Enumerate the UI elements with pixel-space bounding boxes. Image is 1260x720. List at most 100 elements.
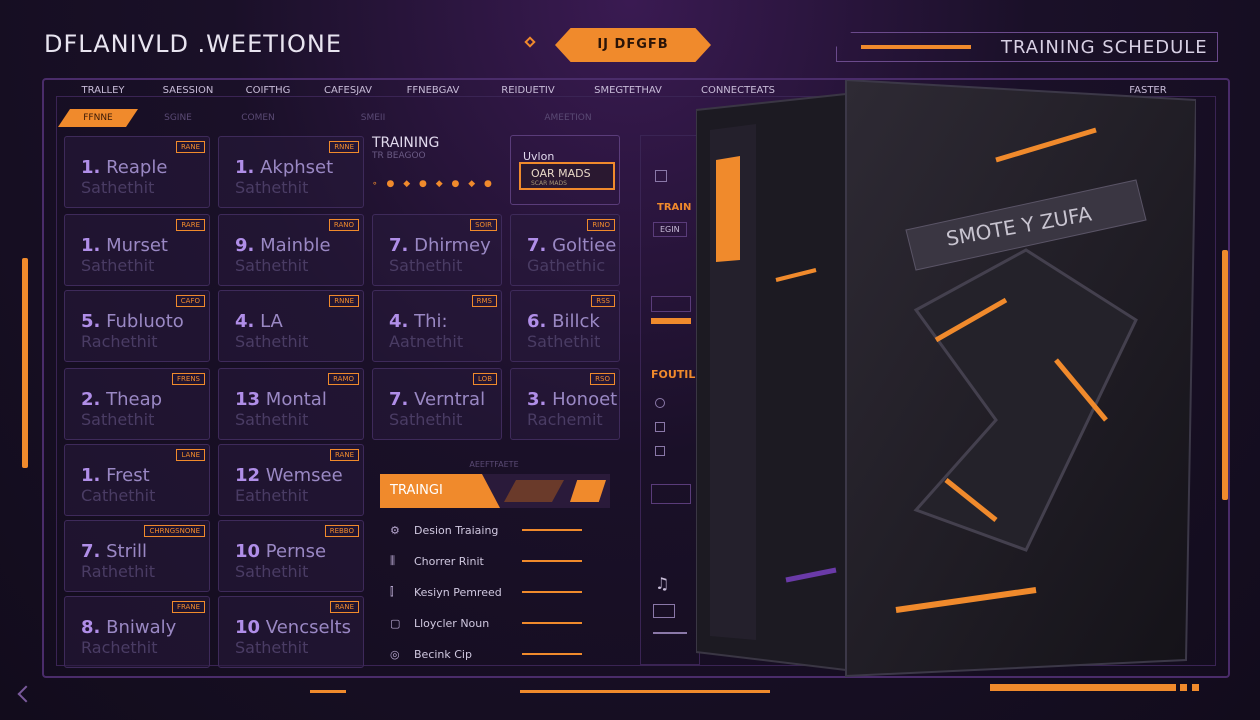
card-name: 10 Vencselts bbox=[235, 617, 351, 638]
checkbox-icon[interactable] bbox=[655, 446, 665, 456]
training-label: TRAINING bbox=[372, 135, 440, 151]
training-row-label: Desion Traiaing bbox=[414, 523, 499, 537]
subnav-tab[interactable]: SGINE bbox=[164, 113, 192, 123]
subnav-tab[interactable]: FFNNE bbox=[58, 109, 138, 127]
card-number: 7. bbox=[527, 235, 547, 256]
card-name: 13 Montal bbox=[235, 389, 327, 410]
card-subtitle: Sathethit bbox=[235, 256, 309, 275]
nav-item[interactable]: SAESSION bbox=[162, 85, 214, 96]
box-side-stripe bbox=[716, 156, 740, 262]
card-title: Strill bbox=[106, 541, 147, 562]
side-chip[interactable] bbox=[653, 604, 675, 618]
card-name: 7. Dhirmey bbox=[389, 235, 491, 256]
box-accent-line bbox=[895, 587, 1037, 613]
card-number: 1. bbox=[81, 157, 101, 178]
radio-icon[interactable] bbox=[655, 398, 665, 408]
subnav-tab[interactable]: SMEII bbox=[360, 113, 386, 123]
card-subtitle: Sathethit bbox=[235, 562, 309, 581]
training-tab-stripe bbox=[570, 480, 606, 502]
side-field[interactable] bbox=[651, 484, 691, 504]
checkbox-icon[interactable] bbox=[655, 170, 667, 182]
card-tag: CHRNGSNONE bbox=[144, 525, 205, 537]
checkbox-icon[interactable] bbox=[655, 422, 665, 432]
card-number: 4. bbox=[235, 311, 255, 332]
promo-button[interactable]: OAR MADS SCAR MADS bbox=[519, 162, 615, 190]
training-row[interactable]: ⚙Desion Traiaing bbox=[390, 520, 582, 540]
card-name: 9. Mainble bbox=[235, 235, 331, 256]
promo-caption: SCAR MADS bbox=[531, 180, 567, 187]
side-progress bbox=[651, 318, 691, 324]
badge-button[interactable]: IJ DFGFB bbox=[555, 28, 711, 62]
nav-item[interactable]: CONNECTEATS bbox=[700, 85, 776, 96]
card-number: 4. bbox=[389, 311, 409, 332]
card-title: Verntral bbox=[414, 389, 486, 410]
training-row[interactable]: ⫿Kesiyn Pemreed bbox=[390, 582, 582, 602]
training-schedule-header[interactable]: TRAINING SCHEDULE bbox=[836, 32, 1218, 62]
training-tab[interactable]: TRAINGI bbox=[380, 474, 500, 508]
card-name: 3. Honoet bbox=[527, 389, 617, 410]
training-row-bar bbox=[522, 622, 582, 624]
side-egin-button[interactable]: EGIN bbox=[653, 222, 687, 237]
subnav-tab[interactable]: AMEETION bbox=[544, 113, 592, 123]
nav-item[interactable]: REIDUETIV bbox=[501, 85, 555, 96]
side-slider[interactable] bbox=[651, 296, 691, 312]
training-row-label: Kesiyn Pemreed bbox=[414, 585, 502, 599]
training-row[interactable]: ▢Lloycler Noun bbox=[390, 613, 582, 633]
card-tag: RANE bbox=[175, 141, 205, 153]
game-box-art[interactable]: SMOTE Y ZUFA bbox=[696, 80, 1196, 680]
box-accent-line bbox=[934, 297, 1008, 343]
card-title: Honoet bbox=[552, 389, 618, 410]
card-tag: RANO bbox=[328, 219, 359, 231]
footer-accent bbox=[990, 684, 1176, 691]
card-tag: FRANE bbox=[171, 601, 205, 613]
nav-item[interactable]: COIFTHG bbox=[245, 85, 291, 96]
training-row-icon: ▢ bbox=[390, 616, 401, 630]
box-title-plate bbox=[905, 179, 1147, 271]
promo-card[interactable]: Uvlon OAR MADS SCAR MADS bbox=[510, 135, 620, 205]
card-number: 6. bbox=[527, 311, 547, 332]
card-name: 7. Strill bbox=[81, 541, 147, 562]
training-tab-stripe bbox=[504, 480, 564, 502]
card-tag: CAFO bbox=[175, 295, 205, 307]
badge-label: IJ DFGFB bbox=[555, 28, 711, 62]
nav-item[interactable]: TRALLEY bbox=[81, 85, 125, 96]
card-tag: FRENS bbox=[172, 373, 205, 385]
nav-item[interactable]: SMEGTETHAV bbox=[594, 85, 662, 96]
nav-item[interactable]: CAFESJAV bbox=[323, 85, 373, 96]
card-number: 10 bbox=[235, 617, 261, 638]
music-icon[interactable]: ♫ bbox=[655, 574, 670, 593]
subnav-tab[interactable]: COMEN bbox=[241, 113, 275, 123]
nav-item[interactable]: FFNEBGAV bbox=[406, 85, 460, 96]
training-row-label: Chorrer Rinit bbox=[414, 554, 484, 568]
side-line bbox=[653, 632, 687, 634]
training-row[interactable]: ◎Becink Cip bbox=[390, 644, 582, 664]
card-number: 1. bbox=[81, 465, 101, 486]
training-row[interactable]: ⫼Chorrer Rinit bbox=[390, 551, 582, 571]
card-title: Murset bbox=[106, 235, 168, 256]
card-number: 12 bbox=[235, 465, 261, 486]
card-subtitle: Sathethit bbox=[235, 178, 309, 197]
card-name: 4. LA bbox=[235, 311, 283, 332]
card-title: Dhirmey bbox=[414, 235, 491, 256]
nav-item[interactable]: FASTER bbox=[1129, 85, 1167, 96]
